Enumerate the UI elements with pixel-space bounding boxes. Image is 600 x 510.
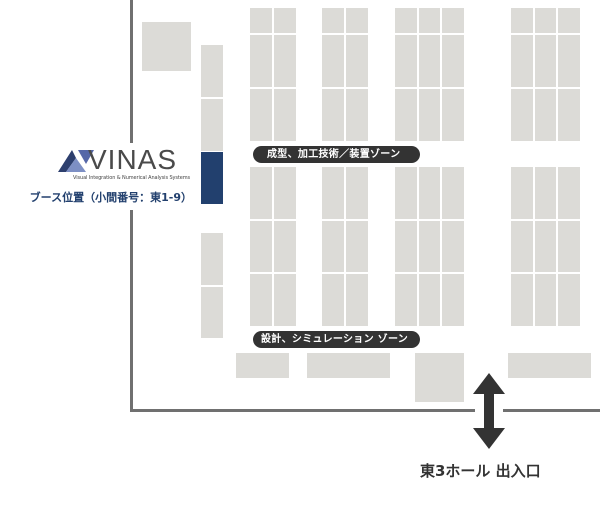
booth-island (395, 167, 464, 326)
booth (201, 99, 223, 151)
booth-island (250, 8, 296, 141)
vinas-logo-mark-icon (58, 150, 94, 172)
vinas-logo-tagline: Visual Integration & Numerical Analysis … (73, 175, 190, 181)
booth-island (511, 8, 580, 141)
vinas-logo: VINAS Visual Integration & Numerical Ana… (58, 144, 190, 184)
hall-wall-left-lower (130, 210, 133, 412)
hall-wall-left-upper (130, 0, 133, 143)
booth (201, 287, 223, 338)
zone-label-design-simulation: 設計、シミュレーション ゾーン (253, 331, 420, 348)
booth (415, 353, 464, 402)
booth (307, 353, 390, 378)
vinas-logo-text: VINAS (88, 144, 178, 175)
booth-island (511, 167, 580, 326)
booth-island (395, 8, 464, 141)
hall-wall-bottom-left (130, 409, 475, 412)
hall-wall-bottom-right (503, 409, 600, 412)
booth-island (322, 8, 368, 141)
booth (508, 353, 591, 378)
vinas-booth-highlight[interactable] (201, 152, 223, 204)
booth (236, 353, 289, 378)
booth-location-label: ブース位置（小間番号：東1-9） (29, 191, 192, 204)
booth-island (250, 167, 296, 326)
zone-label-molding: 成型、加工技術／装置ゾーン (253, 146, 420, 163)
entrance-double-arrow-icon (473, 373, 505, 449)
booth (201, 45, 223, 97)
entrance-label: 東3ホール 出入口 (420, 462, 541, 480)
booth (142, 22, 191, 71)
booth (201, 233, 223, 285)
booth-island (322, 167, 368, 326)
